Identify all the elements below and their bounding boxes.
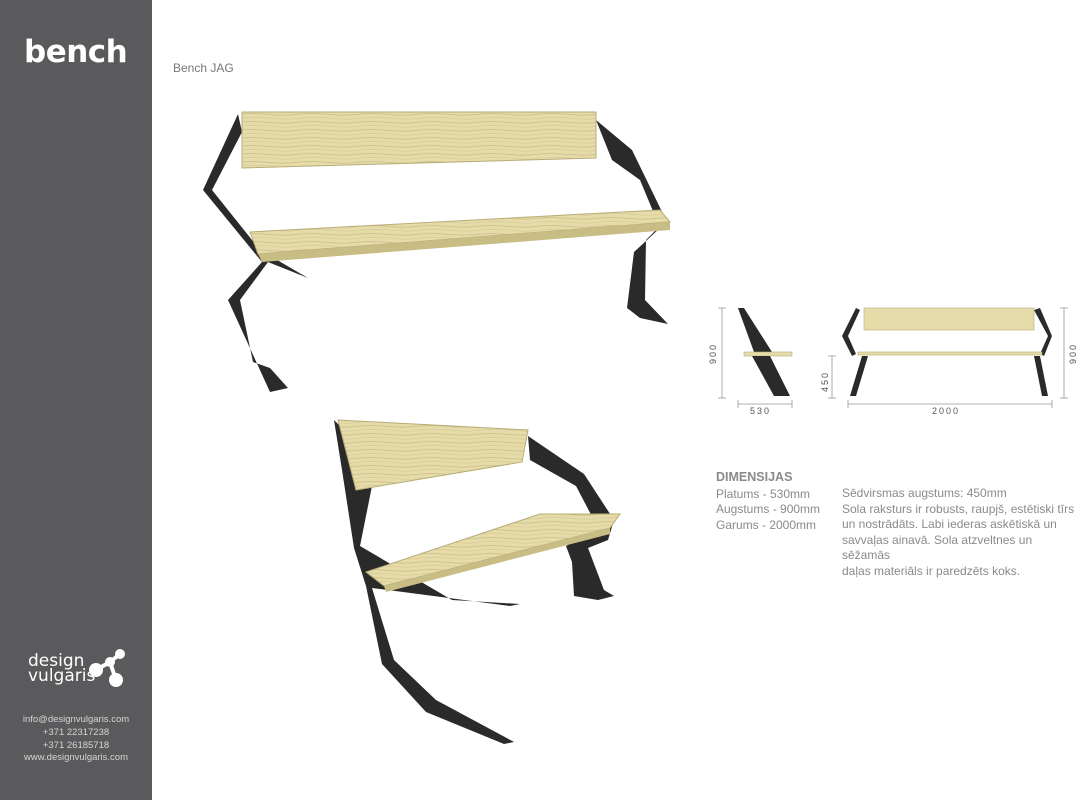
bench-render-angled — [334, 419, 621, 744]
side-depth-label: 530 — [750, 406, 771, 416]
bench-render-perspective — [203, 111, 672, 392]
sidebar: bench design vulgaris info@designvulgari… — [0, 0, 152, 800]
product-name: Bench JAG — [173, 61, 234, 75]
description-line: Sēdvirsmas augstums: 450mm — [842, 486, 1007, 500]
description-line: un nostrādāts. Labi iederas askētiskā un — [842, 517, 1057, 531]
front-view-drawing: 450 2000 900 — [820, 307, 1078, 416]
dimensions-heading: DIMENSIJAS — [716, 470, 793, 484]
dimension-width: Platums - 530mm — [716, 486, 811, 501]
dimension-length: Garums - 2000mm — [716, 517, 817, 532]
contact-email[interactable]: info@designvulgaris.com — [22, 714, 130, 725]
description-line: savvaļas ainavā. Sola atzveltnes un sēža… — [842, 532, 1033, 563]
dimensions-block: DIMENSIJAS Platums - 530mm Augstums - 90… — [716, 470, 820, 533]
logo-wordmark: design vulgaris — [28, 651, 96, 686]
contact-phone-2: +371 26185718 — [42, 739, 110, 751]
molecule-icon — [89, 649, 125, 687]
contact-phone-1: +371 22317238 — [42, 726, 110, 738]
front-length-label: 2000 — [932, 406, 960, 416]
contact-info: info@designvulgaris.com +371 22317238 +3… — [0, 714, 152, 765]
page-title: bench — [24, 34, 128, 70]
logo-line-design: design — [28, 651, 85, 671]
side-height-label: 900 — [708, 343, 718, 364]
contact-website[interactable]: www.designvulgaris.com — [23, 752, 128, 764]
description-line: Sola raksturs ir robusts, raupjš, estēti… — [842, 501, 1075, 516]
side-view-drawing: 900 530 — [708, 307, 793, 416]
brand-logo[interactable]: design vulgaris — [28, 648, 128, 694]
front-seat-height-label: 450 — [820, 371, 830, 392]
description-block: Sēdvirsmas augstums: 450mm Sola raksturs… — [842, 486, 1082, 579]
dimension-height: Augstums - 900mm — [716, 502, 821, 516]
logo-line-vulgaris: vulgaris — [28, 666, 96, 686]
description-line: daļas materiāls ir paredzēts koks. — [842, 563, 1021, 578]
front-height-label: 900 — [1068, 343, 1078, 364]
